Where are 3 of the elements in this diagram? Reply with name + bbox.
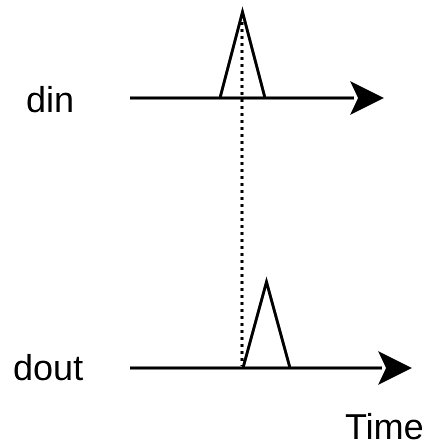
signal-label: dout bbox=[13, 350, 84, 386]
signal-label: Time bbox=[345, 409, 424, 445]
signal-label: din bbox=[26, 82, 74, 118]
